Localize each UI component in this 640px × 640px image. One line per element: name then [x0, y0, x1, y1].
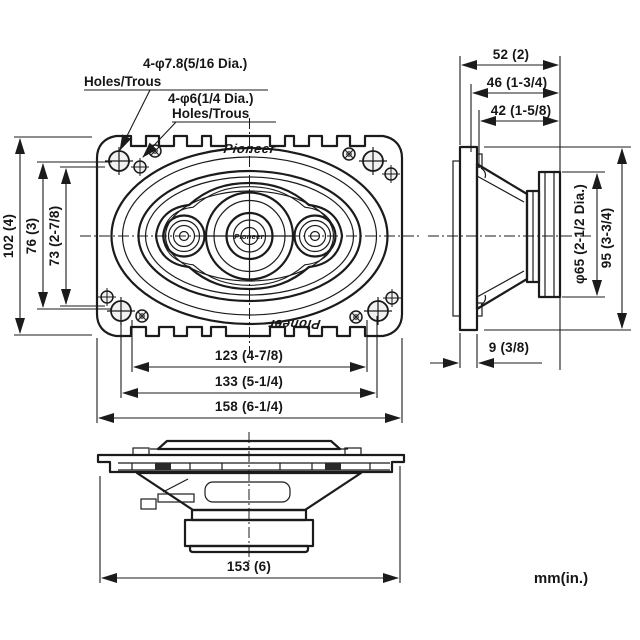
side-dimensions: 52 (2) 46 (1-3/4) 42 (1-5/8) 9 (3/8) φ65… [430, 47, 631, 370]
dim-flange-thickness: 9 (3/8) [489, 340, 529, 355]
mounting-holes [98, 144, 401, 325]
hole-callouts: 4-φ7.8(5/16 Dia.) Holes/Trous 4-φ6(1/4 D… [84, 56, 276, 158]
bottom-flange-slots [118, 462, 390, 471]
bottom-flange-clip-left [132, 447, 150, 456]
dim-hole-span-v-inner: 73 (2-7/8) [47, 206, 62, 267]
mounting-hole-large-icon [359, 147, 387, 175]
mounting-hole-large-icon [105, 147, 133, 175]
mounting-hole-large-icon [364, 297, 392, 325]
front-flange-outline [95, 134, 404, 338]
small-holes-leader-line [142, 121, 177, 158]
left-mid-driver [162, 214, 206, 258]
dim-hole-span-h-inner: 123 (4-7/8) [215, 348, 283, 363]
brand-logo-bottom: Pioneer [267, 317, 321, 332]
dim-magnet-dia: φ65 (2-1/2 Dia.) [572, 184, 587, 284]
side-view [428, 145, 592, 332]
dim-depth-to-flange: 46 (1-3/4) [487, 75, 548, 90]
screw-hole-icon [148, 144, 162, 158]
screw-hole-icon [342, 147, 356, 161]
units-label: mm(in.) [534, 570, 588, 587]
bottom-flange-clip-right [344, 447, 362, 456]
large-holes-leader-line [119, 89, 151, 151]
side-magnet [537, 170, 562, 299]
bottom-flange-bar [96, 453, 406, 474]
bottom-basket-vent [204, 481, 291, 503]
dim-overall-depth: 52 (2) [493, 47, 529, 62]
front-view: Pioneer Pioneer Pioneer [80, 118, 420, 354]
dim-bottom-overall-width: 153 (6) [227, 559, 271, 574]
dim-overall-width: 158 (6-1/4) [215, 399, 283, 414]
large-holes-callout-line2: Holes/Trous [84, 74, 161, 89]
brand-logo-center: Pioneer [234, 232, 264, 241]
mounting-hole-small-icon [98, 288, 116, 306]
mounting-hole-small-icon [131, 158, 149, 176]
small-holes-callout-line2: Holes/Trous [172, 106, 249, 121]
side-flange [458, 145, 479, 332]
dim-hole-span-h-outer: 133 (5-1/4) [215, 374, 283, 389]
screw-hole-icon [349, 310, 363, 324]
wire-terminal [140, 478, 195, 510]
front-dimensions: 102 (4) 76 (3) 73 (2-7/8) 123 (4-7/8) 13… [1, 136, 403, 423]
screw-hole-icon [135, 309, 149, 323]
dim-overall-height: 102 (4) [1, 214, 16, 258]
dim-side-overall-height: 95 (3-3/4) [599, 208, 614, 269]
mounting-hole-small-icon [383, 289, 401, 307]
bottom-dimensions: 153 (6) [99, 466, 401, 583]
dim-hole-span-v-outer: 76 (3) [24, 218, 39, 254]
speaker-oval-rings [110, 146, 389, 326]
dim-mount-depth: 42 (1-5/8) [491, 103, 552, 118]
small-holes-callout-line1: 4-φ6(1/4 Dia.) [168, 91, 253, 106]
mounting-hole-small-icon [382, 165, 400, 183]
brand-logo-top: Pioneer [223, 141, 277, 156]
bottom-magnet-stack [183, 508, 315, 554]
bottom-view [96, 432, 406, 566]
right-mid-driver [293, 214, 337, 258]
large-holes-callout-line1: 4-φ7.8(5/16 Dia.) [143, 56, 247, 71]
center-driver [204, 191, 295, 281]
